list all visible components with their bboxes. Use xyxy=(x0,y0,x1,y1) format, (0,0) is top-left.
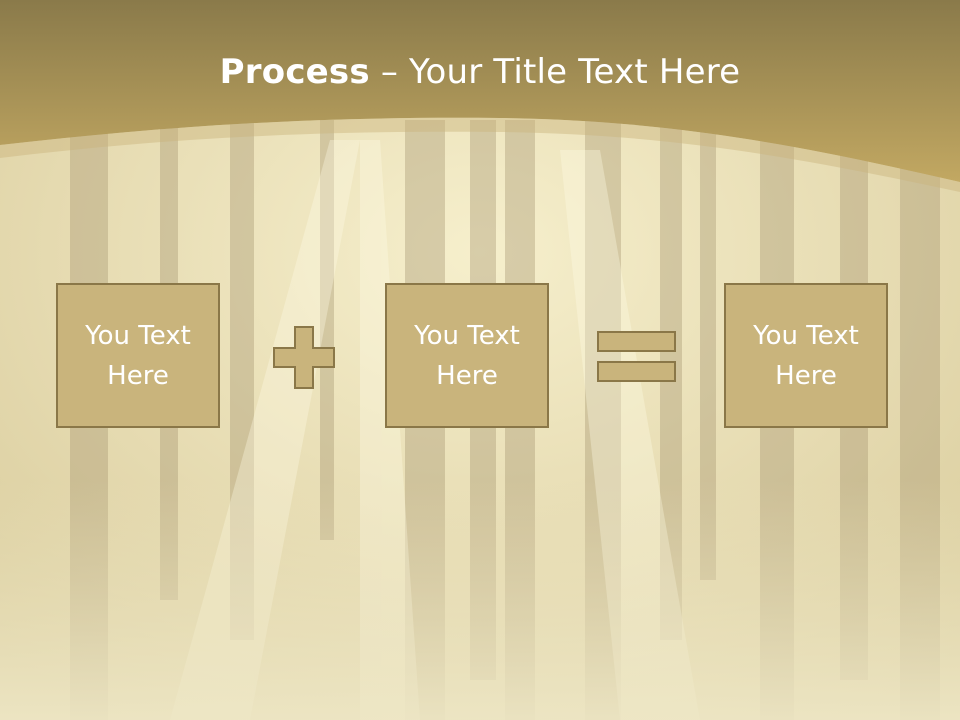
process-box-1[interactable]: You Text Here xyxy=(56,283,220,428)
process-box-1-text: You Text Here xyxy=(85,320,191,391)
process-box-3[interactable]: You Text Here xyxy=(724,283,888,428)
title-bold: Process xyxy=(219,52,370,92)
title-rest: Your Title Text Here xyxy=(409,52,741,92)
slide-title: Process – Your Title Text Here xyxy=(0,52,960,92)
plus-icon xyxy=(273,326,335,389)
equals-icon xyxy=(597,331,676,382)
title-dash: – xyxy=(369,52,410,92)
process-box-3-text: You Text Here xyxy=(753,320,859,391)
process-box-2-text: You Text Here xyxy=(414,320,520,391)
process-box-2[interactable]: You Text Here xyxy=(385,283,549,428)
title-banner xyxy=(0,0,960,192)
